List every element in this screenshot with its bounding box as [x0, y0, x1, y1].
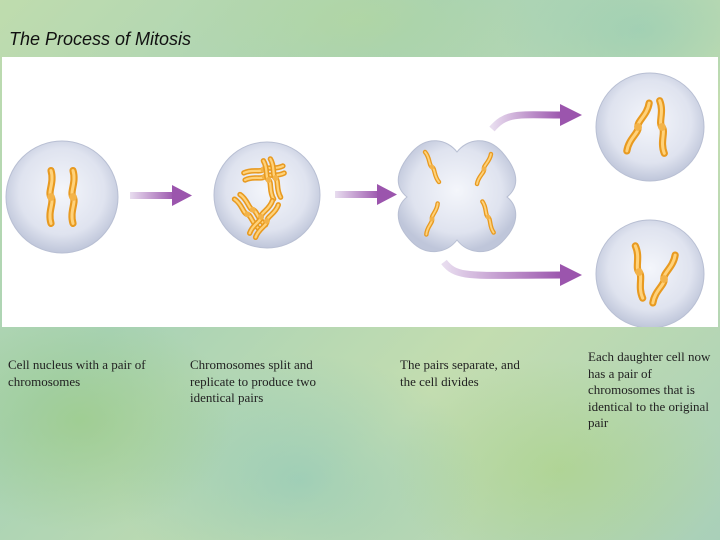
arrow-1	[130, 185, 192, 206]
caption-step-3: The pairs separate, and the cell divides	[400, 357, 520, 389]
caption-step-2: Chromosomes split and replicate to produ…	[190, 357, 316, 405]
cell-nucleus-1	[5, 140, 119, 254]
cell-nucleus-2	[213, 141, 321, 249]
daughter-cell-top	[595, 72, 705, 182]
caption-step-4: Each daughter cell now has a pair of chr…	[588, 349, 711, 430]
dividing-cell	[397, 140, 517, 252]
caption-step-1: Cell nucleus with a pair of chromosomes	[8, 357, 146, 389]
arrow-up-daughter	[489, 104, 582, 132]
arrow-down-daughter	[441, 259, 582, 286]
slide-title: The Process of Mitosis	[9, 29, 192, 49]
arrow-2	[335, 184, 397, 205]
daughter-cell-bottom	[595, 219, 705, 327]
mitosis-diagram	[5, 72, 705, 327]
mitosis-diagram-panel	[2, 57, 718, 327]
